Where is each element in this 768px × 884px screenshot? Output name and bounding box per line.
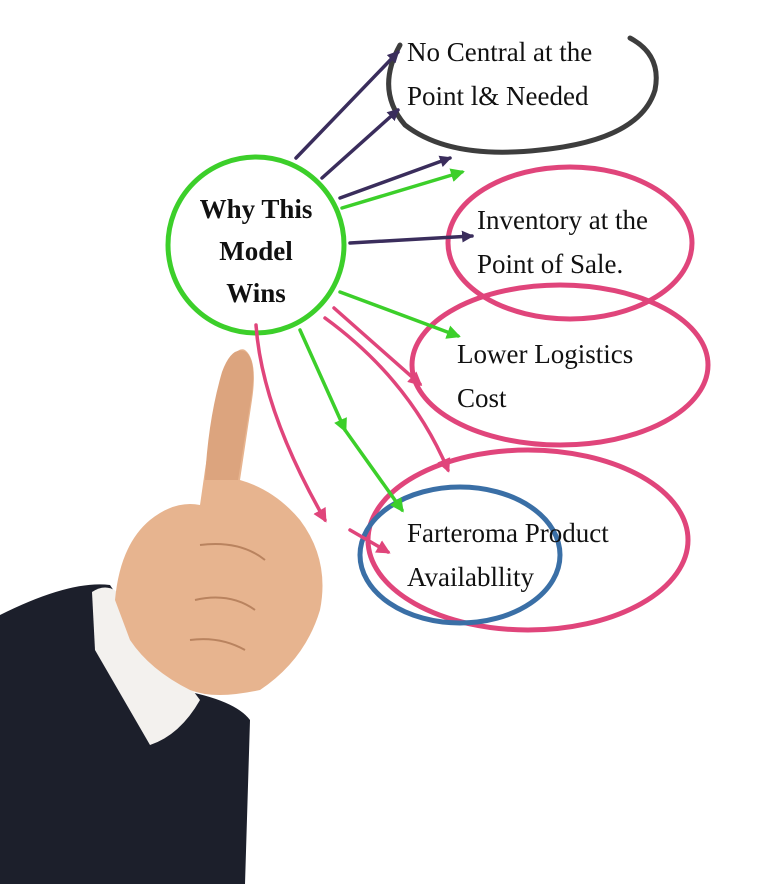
center-label-line-2: Model [219,236,293,266]
node-3-line-1: Lower Logistics [457,339,634,369]
shirt-cuff [92,587,200,745]
node-3-line-2: Cost [457,383,507,413]
arrow-navy-1 [294,50,400,160]
center-label-line-1: Why This [199,194,313,224]
node-1-line-1: No Central at the [407,37,593,67]
center-label: Why This Model Wins [172,188,340,314]
node-2-line-2: Point of Sale. [477,249,624,279]
node-2-line-1: Inventory at the [477,205,648,235]
node-4-line-1: Farteroma Product [407,518,609,548]
arrow-navy-3 [338,155,452,200]
node-outline-4-blue [357,484,563,626]
arrow-green-1 [340,168,465,210]
arrow-green-3 [298,328,347,433]
hand-palm [115,349,323,695]
node-label-2: Inventory at the Point of Sale. [477,198,648,286]
arrow-pink-2 [323,316,451,473]
arrow-pink-3 [254,323,327,523]
arrow-navy-4 [348,230,474,245]
connector-arrows [254,50,474,554]
index-finger [205,350,254,480]
knuckle-lines [189,543,266,651]
node-label-3: Lower Logistics Cost [457,332,633,420]
suit-sleeve [0,584,250,884]
node-outline-2 [445,164,695,322]
arrow-pink-4 [348,528,391,554]
node-4-line-2: Availabllity [407,562,534,592]
pointing-hand-illustration [0,349,323,884]
node-label-1: No Central at the Point l& Needed [407,30,592,118]
node-outline-3 [409,282,711,448]
node-label-4: Farteroma Product Availabllity [407,511,609,599]
node-1-line-2: Point l& Needed [407,81,589,111]
arrow-pink-1 [332,306,423,386]
center-label-line-3: Wins [226,278,286,308]
arrow-green-2 [338,290,461,339]
arrow-navy-2 [320,108,400,180]
arrow-green-4 [343,428,404,513]
